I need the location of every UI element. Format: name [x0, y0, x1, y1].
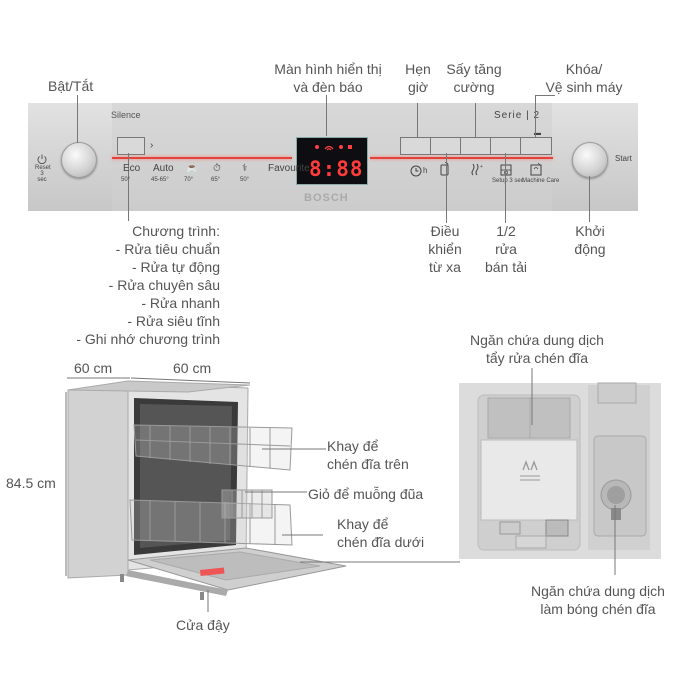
program-item: - Rửa chuyên sâu — [108, 277, 220, 293]
display-digits: 8:88 — [309, 157, 364, 181]
power-icon — [37, 151, 47, 165]
dry-leader — [475, 103, 476, 137]
half-load-line3: bán tải — [484, 259, 528, 275]
lower-rack-line2: chén đĩa dưới — [337, 534, 425, 550]
half-load-line1: 1/2 — [496, 223, 516, 239]
detergent-line2: tẩy rửa chén đĩa — [486, 350, 588, 366]
function-led-bar — [370, 157, 553, 159]
intensive-icon: ☕ — [186, 163, 199, 174]
upper-rack-label: Khay để chén đĩa trên — [327, 437, 409, 473]
programs-list: Chương trình: - Rửa tiêu chuẩn - Rửa tự … — [50, 222, 220, 348]
quick-icon: ⏱ — [213, 163, 221, 174]
dry-line2: cường — [453, 79, 495, 95]
lock-line1: Khóa/ — [565, 61, 603, 77]
half-load-leader — [505, 153, 506, 223]
half-load-icon — [500, 163, 512, 181]
program-item: - Rửa nhanh — [141, 295, 220, 311]
extra-dry-label: Sấy tăng cường — [440, 60, 508, 96]
timer-label: Hẹn giờ — [396, 60, 440, 96]
favourite-icon: Favourite — [268, 163, 310, 174]
eco-icon: Eco — [123, 163, 141, 174]
on-off-label: Bật/Tắt — [48, 78, 94, 94]
start-line2: động — [574, 241, 606, 257]
start-label: Start — [615, 154, 632, 163]
rinse-line2: làm bóng chén đĩa — [540, 601, 656, 617]
lock-indicator-icon: ▪ — [358, 170, 361, 176]
upper-rack-line1: Khay để — [327, 438, 379, 454]
program-item: - Ghi nhớ chương trình — [76, 331, 220, 347]
program-led-bar — [112, 157, 292, 159]
timer-hour-label: h — [423, 166, 428, 175]
programs-leader — [128, 153, 129, 221]
width-label-1: 60 cm — [74, 360, 113, 376]
lock-leader-h — [535, 95, 555, 96]
display-lights-line2: và đèn báo — [293, 79, 363, 95]
timer-line2: giờ — [407, 79, 429, 95]
on-off-leader — [77, 95, 78, 143]
programs-title: Chương trình: — [132, 223, 220, 239]
timer-leader — [417, 103, 418, 137]
silence-label: Silence — [111, 110, 141, 120]
timer-icon — [410, 164, 422, 182]
digital-display: 8:88 ▪ — [296, 137, 368, 185]
lock-line2: Vệ sinh máy — [545, 79, 623, 95]
auto-icon: Auto — [153, 163, 174, 174]
reset-label: Reset 3 sec — [35, 165, 51, 183]
program-item: - Rửa tiêu chuẩn — [115, 241, 220, 257]
start-line1: Khởi — [575, 223, 605, 239]
width-label-2: 60 cm — [173, 360, 212, 376]
svg-text:+: + — [480, 164, 483, 170]
machine-care-icon — [529, 162, 543, 181]
start-leader — [589, 176, 590, 222]
remote-line2: khiển — [428, 241, 462, 257]
dry-line1: Sấy tăng — [446, 61, 502, 77]
timer-line1: Hẹn — [405, 61, 431, 77]
power-knob[interactable] — [61, 142, 97, 178]
half-load-label: 1/2 rửa bán tải — [476, 222, 536, 276]
status-lights — [315, 145, 352, 151]
display-leader — [326, 95, 327, 136]
remote-leader — [446, 153, 447, 223]
start-knob[interactable] — [572, 142, 608, 178]
drying-icon: + — [470, 162, 484, 181]
lock-dot-icon: ▬ — [534, 130, 541, 137]
door-label: Cửa đậy — [176, 617, 230, 633]
program-button[interactable] — [117, 137, 145, 155]
brand-logo: BOSCH — [304, 192, 349, 204]
lower-rack-line1: Khay để — [337, 516, 389, 532]
program-temp: 65° — [211, 177, 221, 183]
lower-rack-label: Khay để chén đĩa dưới — [337, 515, 424, 551]
half-load-line2: rửa — [495, 241, 517, 257]
remote-icon — [440, 162, 450, 181]
remote-line1: Điều — [430, 223, 460, 239]
detergent-dispenser-label: Ngăn chứa dung dịch tẩy rửa chén đĩa — [462, 331, 612, 367]
rinse-line1: Ngăn chứa dung dịch — [531, 583, 665, 599]
silence-icon: ⚕ — [242, 163, 248, 174]
lock-label: Khóa/ Vệ sinh máy — [536, 60, 632, 96]
upper-rack-line2: chén đĩa trên — [327, 456, 409, 472]
lock-button[interactable] — [520, 137, 552, 155]
program-item: - Rửa siêu tĩnh — [127, 313, 220, 329]
remote-label: Điều khiển từ xa — [418, 222, 472, 276]
display-lights-line1: Màn hình hiển thị — [274, 61, 382, 77]
display-lights-label: Màn hình hiển thị và đèn báo — [258, 60, 398, 96]
program-temp: 70° — [184, 177, 194, 183]
start-callout: Khởi động — [566, 222, 614, 258]
program-temp: 50° — [121, 177, 131, 183]
remote-line3: từ xa — [429, 259, 461, 275]
detergent-line1: Ngăn chứa dung dịch — [470, 332, 604, 348]
machine-care-label: Machine Care — [522, 178, 560, 184]
setup-label: Setup 3 sec — [492, 178, 524, 184]
lock-leader — [535, 95, 536, 138]
height-label: 84.5 cm — [6, 475, 56, 491]
program-temp: 45-65° — [151, 177, 169, 183]
cutlery-basket-label: Giỏ để muỗng đũa — [308, 486, 424, 502]
program-temp: 50° — [240, 177, 250, 183]
rinse-aid-label: Ngăn chứa dung dịch làm bóng chén đĩa — [520, 582, 676, 618]
chevron-right-icon: › — [150, 140, 154, 151]
program-item: - Rửa tự động — [131, 259, 220, 275]
series-label: Serie | 2 — [494, 110, 541, 121]
